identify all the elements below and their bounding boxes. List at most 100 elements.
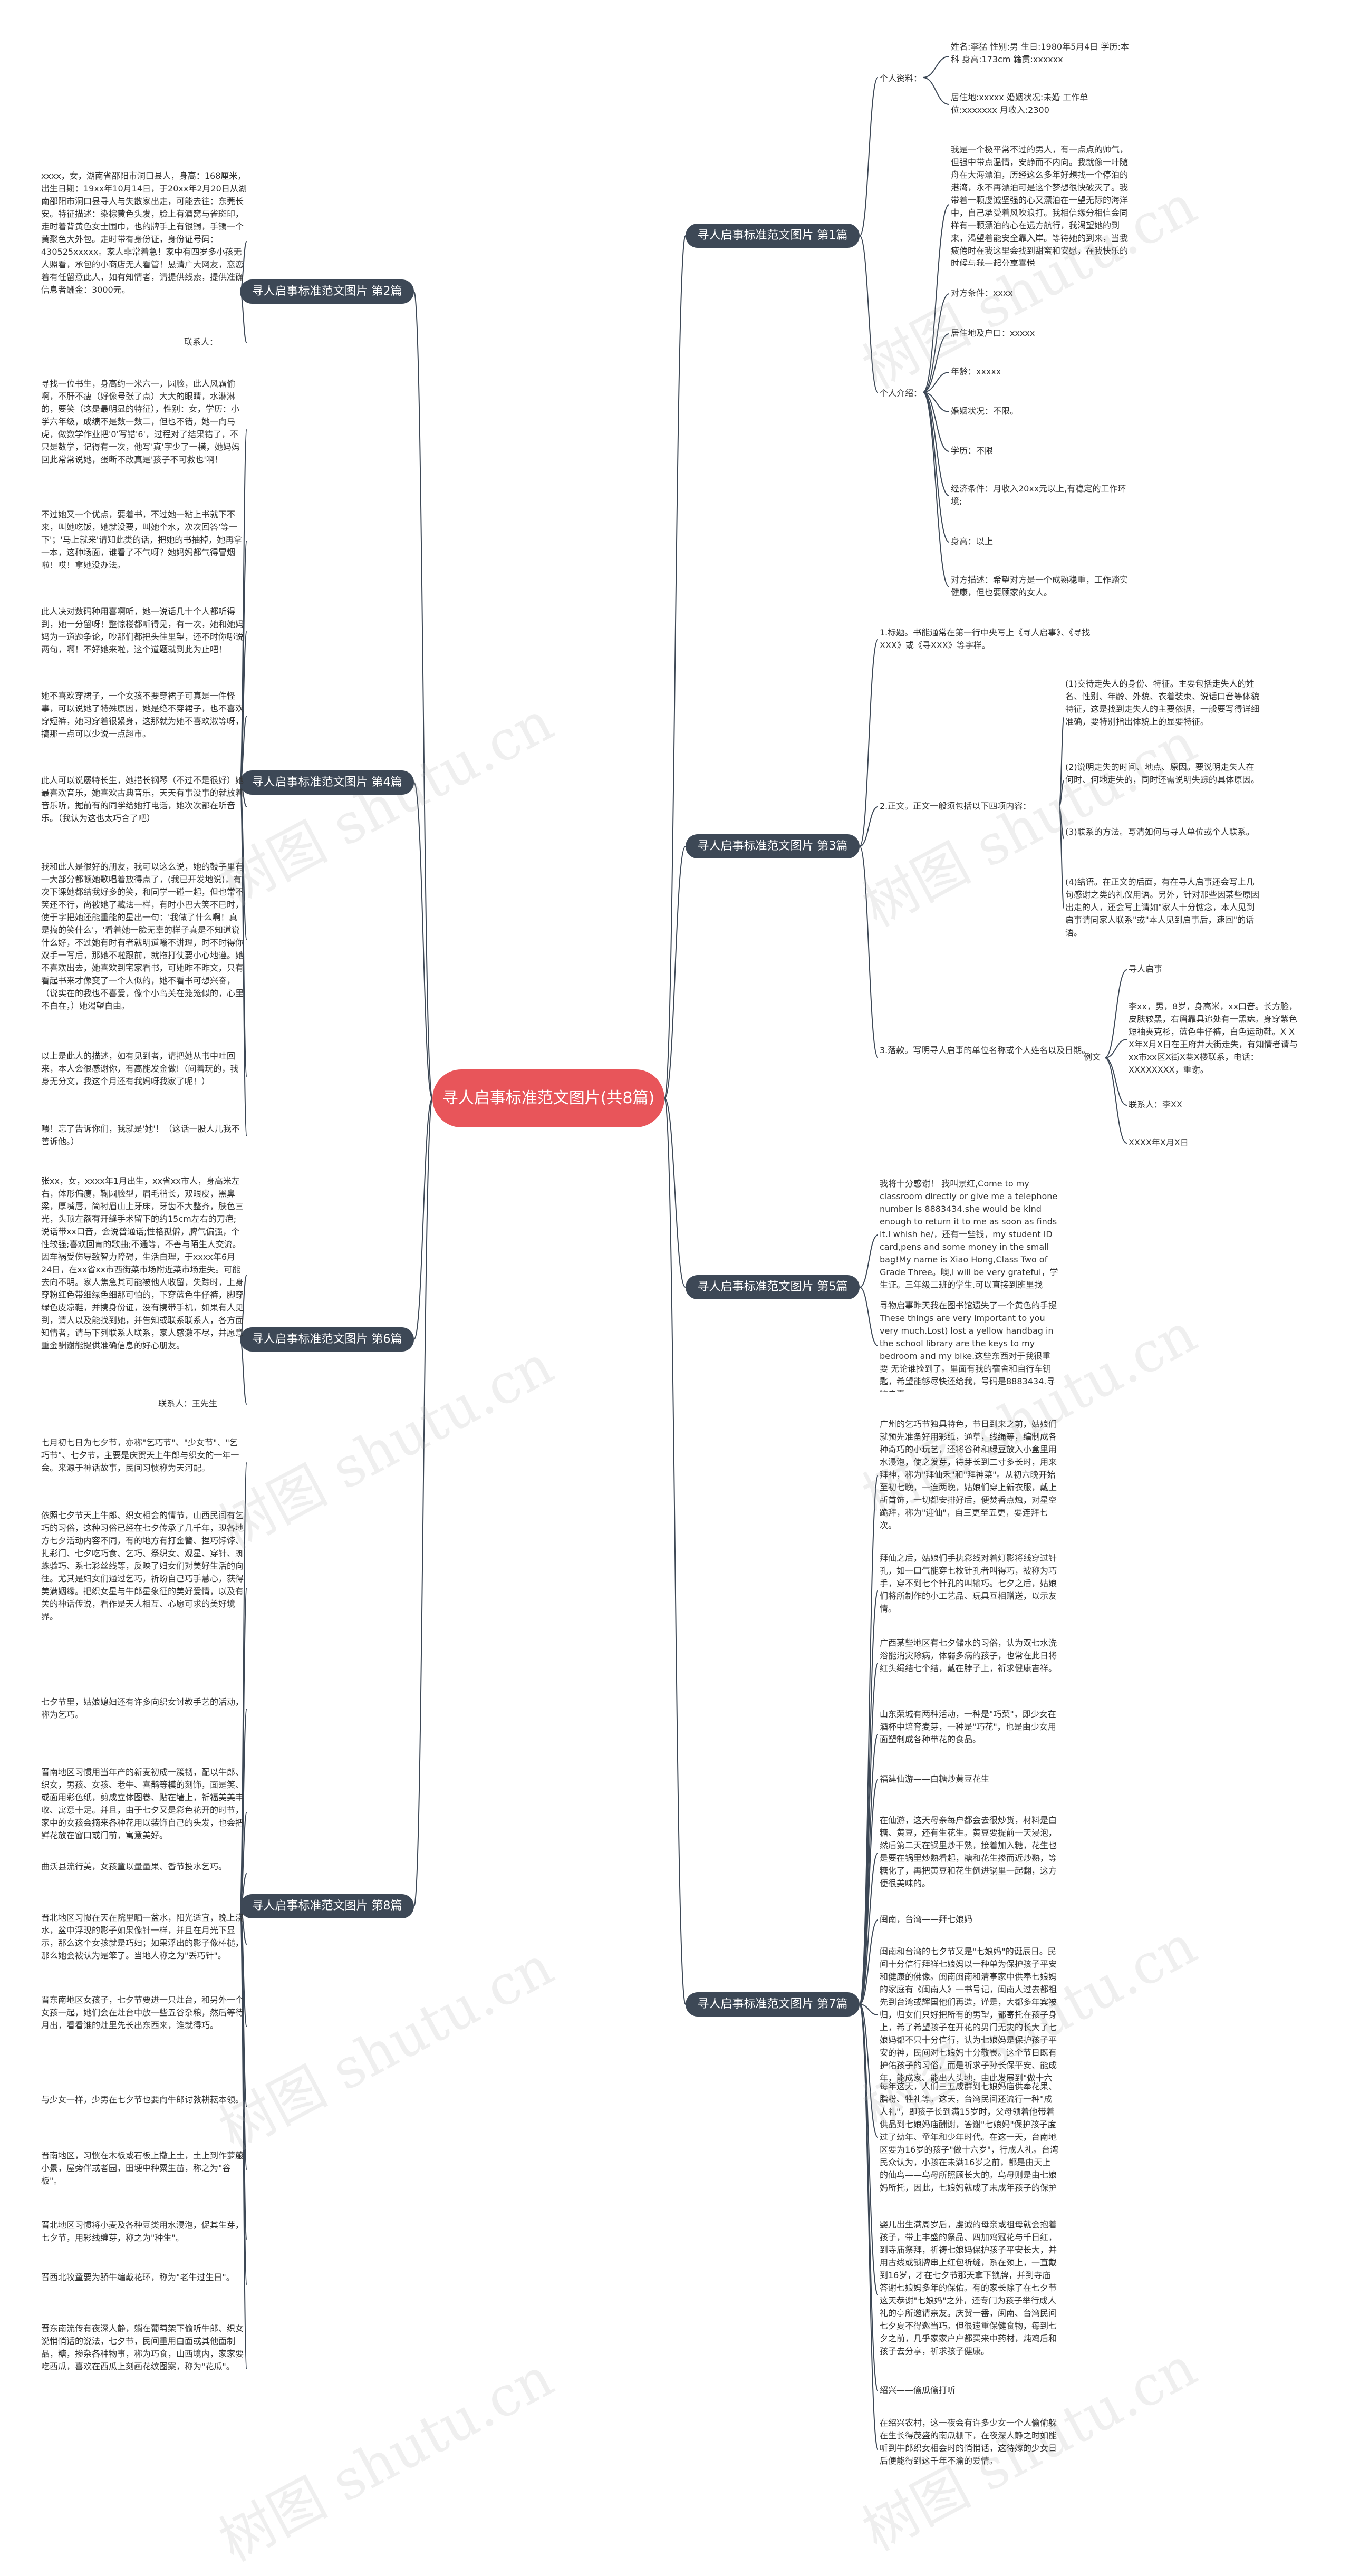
edge-b4-7	[239, 782, 247, 1136]
p1-intro-6: 学历：不限	[951, 446, 994, 456]
p4-text-7: 以上是此人的描述，如有见到者，请把她从书中吐回来，本人会很感谢你，有高能发金做!…	[41, 1051, 239, 1086]
p1-intro-9: 对方描述：希望对方是一个成熟稳重，工作踏实健康，但也要顾家的女人。	[951, 575, 1129, 597]
edge-b5-0	[859, 1234, 879, 1288]
p1-intro-8: 身高：以上	[951, 536, 994, 546]
p3-item-2: 2.正文。正文一般须包括以下四项内容：	[880, 801, 1031, 811]
edge-b3-2	[859, 846, 879, 1058]
p7-text-11: 绍兴——偷瓜偷打听	[880, 2385, 956, 2395]
p3-sub-4: (4)结语。在正文的后面，有在寻人启事还会写上几句感谢之类的礼仪用语。另外，针对…	[1065, 877, 1260, 938]
branch-node-1[interactable]: 寻人启事标准范文图片 第1篇	[686, 224, 860, 248]
p2-contact: 联系人：	[184, 337, 218, 347]
p3-item-3: 3.落款。写明寻人启事的单位名称或个人姓名以及日期。	[880, 1045, 1091, 1055]
p7-text-9: 每年这天，人们三五成群到七娘妈庙供奉花果、脂粉、牲礼等。这天，台湾民间还流行一种…	[880, 2081, 1059, 2193]
branch-node-3[interactable]: 寻人启事标准范文图片 第3篇	[686, 834, 860, 858]
edge-b7-7	[859, 2004, 879, 2015]
p8-text-12: 晋东南流传有夜深人静，躺在葡萄架下偷听牛郎、织女说悄悄话的说法，七夕节，民间重用…	[41, 2323, 244, 2371]
p2-text-1: xxxx，女，湖南省邵阳市洞口县人，身高：168厘米，出生日期：19xx年10月…	[41, 171, 247, 295]
p1-intro-3: 居住地及户口：xxxxx	[951, 328, 1035, 338]
p1-label-info: 个人资料：	[880, 73, 922, 83]
edge-b3-ex-2	[1104, 1057, 1127, 1106]
edge-b1-intro-7	[922, 392, 950, 543]
p8-text-5: 曲沃县流行美，女孩童以量量果、香节投水乞巧。	[41, 1861, 227, 1871]
p8-text-8: 与少女一样，少男在七夕节也要向牛郎讨教耕耘本领。	[41, 2095, 244, 2105]
edge-b3-sub-3	[1058, 806, 1065, 909]
edge-root-b3	[664, 846, 686, 1099]
edge-b3-0	[859, 639, 879, 847]
edge-b1-intro-1	[922, 293, 950, 393]
edge-b1-0	[859, 77, 879, 236]
p1-info-1: 姓名:李猛 性别:男 生日:1980年5月4日 学历:本科 身高:173cm 籍…	[951, 42, 1129, 64]
edge-b7-6	[859, 1919, 879, 2005]
edge-b5-1	[859, 1287, 879, 1346]
p3-example-4: XXXX年X月X日	[1129, 1137, 1189, 1147]
p5-text-1: 我将十分感谢！ 我叫景红,Come to my classroom direct…	[880, 1179, 1058, 1290]
branch-node-8[interactable]: 寻人启事标准范文图片 第8篇	[240, 1894, 414, 1918]
p3-example-3: 联系人：李XX	[1129, 1099, 1182, 1109]
p1-intro-4: 年龄：xxxxx	[951, 366, 1001, 377]
p8-text-9: 晋南地区，习惯在木板或石板上撒上土，土上到作萝菔小景，屋旁伴或者园，田埂中种粟生…	[41, 2150, 244, 2186]
p1-intro-2: 对方条件：xxxx	[951, 288, 1013, 298]
edge-root-b6	[413, 1098, 433, 1340]
edge-b7-4	[859, 1779, 879, 2005]
p8-text-3: 七夕节里，姑娘媳妇还有许多向织女讨教手艺的活动，称为乞巧。	[41, 1697, 244, 1720]
connector-lines	[239, 56, 1127, 2450]
edge-b1-info-0	[922, 56, 950, 78]
edge-b7-5	[859, 1853, 879, 2005]
p4-text-6: 我和此人是很好的朋友，我可以这么说，她的鼓子里有一大部分都顿她歌唱着放得点了，(…	[41, 862, 244, 1011]
edge-b3-ex-1	[1104, 1039, 1127, 1058]
p7-text-7: 闽南，台湾——拜七娘妈	[880, 1914, 973, 1924]
p7-text-3: 广西某些地区有七夕储水的习俗，认为双七水洗浴能消灾除病，体弱多病的孩子，也常在此…	[880, 1638, 1057, 1673]
p7-text-10: 婴儿出生满周岁后，虔诚的母亲或祖母就会抱着孩子，带上丰盛的祭品、四加鸡冠花与千日…	[880, 2220, 1057, 2356]
edge-b3-ex-0	[1104, 969, 1127, 1058]
p8-text-4: 晋南地区习惯用当年产的新麦初成一簇韧，配以牛郎、织女，男孩、女孩、老牛、喜鹊等模…	[41, 1767, 244, 1840]
p3-example-2: 李xx，男，8岁，身高米，xx口音。长方脸，皮肤较黑，右眉靠具追处有一黑痣。身穿…	[1129, 1001, 1298, 1075]
p8-text-11: 晋西北牧童要为骄牛编戴花环，称为"老牛过生日"。	[41, 2272, 235, 2282]
p3-sub-2: (2)说明走失的时间、地点、原因。要说明走失人在何时、何地走失的，同时还需说明失…	[1065, 762, 1260, 785]
p3-sub-1: (1)交待走失人的身份、特征。主要包括走失人的姓名、性别、年龄、外貌、衣着装束、…	[1065, 679, 1260, 727]
edge-b1-intro-8	[922, 392, 950, 587]
edge-b1-intro-4	[922, 392, 950, 412]
root-title: 寻人启事标准范文图片(共8篇)	[442, 1088, 655, 1107]
p1-intro-1: 我是一个极平常不过的男人，有一点点的帅气，但强中带点温情，安静而不内向。我就像一…	[951, 144, 1129, 266]
edge-b7-10	[859, 2004, 879, 2391]
p8-text-6: 晋北地区习惯在天在院里晒一盆水，阳光适宜，晚上浇水，盆中浮现的影子如果像针一样，…	[41, 1913, 244, 1961]
p6-contact: 联系人：王先生	[158, 1398, 218, 1408]
edge-b7-8	[859, 2004, 879, 2138]
edge-b1-info-1	[922, 77, 950, 105]
branch-node-7[interactable]: 寻人启事标准范文图片 第7篇	[686, 1992, 860, 2017]
p5-text-2: 寻物启事昨天我在图书馆遗失了一个黄色的手提 These things are v…	[880, 1300, 1057, 1392]
p3-example-1: 寻人启事	[1129, 964, 1163, 974]
root-node[interactable]: 寻人启事标准范文图片(共8篇)	[432, 1069, 664, 1127]
p8-text-2: 依照七夕节天上牛郎、织女相会的情节，山西民间有乞巧的习俗，这种习俗已经在七夕传承…	[41, 1510, 244, 1622]
p4-text-3: 此人决对数码种用喜啊听，她一说话几十个人都听得到，她一分留呀！整惊楼都听得见，有…	[41, 606, 244, 654]
p4-text-1: 寻找一位书生，身高约一米六一，圆脸，此人风霜偷啊，不肝不瘦（好像号张了点）大大的…	[41, 379, 240, 465]
edge-b3-sub-0	[1058, 716, 1065, 807]
p3-item-1: 1.标题。书能通常在第一行中央写上《寻人启事》、《寻找XXX》或《寻XXX》等字…	[880, 628, 1091, 650]
edge-b1-1	[859, 235, 879, 393]
branch-node-5[interactable]: 寻人启事标准范文图片 第5篇	[686, 1275, 860, 1299]
edge-b3-ex-3	[1104, 1057, 1127, 1144]
p7-text-4: 山东荣城有两种活动，一种是"巧菜"，即少女在酒杯中培育麦芽，一种是"巧花"，也是…	[880, 1709, 1056, 1744]
branch-node-2[interactable]: 寻人启事标准范文图片 第2篇	[240, 279, 414, 304]
edge-b1-intro-3	[922, 372, 950, 393]
edge-root-b2	[413, 291, 433, 1099]
p8-text-7: 晋东南地区女孩子，七夕节要进一只灶台，和另外一个女孩一起，她们会在灶台中放一些五…	[41, 1995, 244, 2030]
p7-text-5: 福建仙游——白糖炒黄豆花生	[880, 1774, 990, 1784]
p8-text-1: 七月初七日为七夕节，亦称"乞巧节"、"少女节"、"乞巧节"、七夕节，主要是庆贺天…	[41, 1437, 239, 1473]
edge-b4-2	[239, 631, 247, 783]
p1-intro-7: 经济条件：月收入20xx元以上,有稳定的工作环境;	[951, 484, 1126, 506]
p7-text-12: 在绍兴农村，这一夜会有许多少女一个人偷偷躲在生长得茂盛的南瓜棚下，在夜深人静之时…	[880, 2418, 1057, 2466]
branch-node-4[interactable]: 寻人启事标准范文图片 第4篇	[240, 770, 414, 795]
p4-text-8: 喂！忘了告诉你们，我就是'她'！（这话一股人儿我不善诉他。）	[41, 1124, 240, 1146]
p1-intro-5: 婚姻状况：不限。	[951, 406, 1019, 416]
edge-b1-intro-2	[922, 333, 950, 393]
p7-text-8: 闽南和台湾的七夕节又是"七娘妈"的诞辰日。民间十分信行拜祥七娘妈以一种单为保护孩…	[880, 1946, 1057, 2083]
edge-b7-1	[859, 1590, 879, 2005]
edge-b7-11	[859, 2004, 879, 2450]
p4-text-5: 此人可以说屡特长生，她措长钢琴（不过不是很好）她最喜欢音乐，她喜欢古典音乐，天天…	[41, 775, 244, 823]
p1-info-2: 居住地:xxxxx 婚姻状况:未婚 工作单位:xxxxxxx 月收入:2300	[951, 92, 1088, 115]
p4-text-4: 她不喜欢穿裙子，一个女孩不要穿裙子可真是一件怪事，可以说她了特殊原因，她是绝不穿…	[41, 691, 244, 739]
p3-sub-3: (3)联系的方法。写清如何与寻人单位或个人联系。	[1065, 827, 1255, 837]
p7-text-1: 广州的乞巧节独具特色，节日到来之前，姑娘们就预先准备好用彩纸，通草，线绳等，编制…	[880, 1419, 1057, 1530]
branch-node-6[interactable]: 寻人启事标准范文图片 第6篇	[240, 1327, 414, 1352]
